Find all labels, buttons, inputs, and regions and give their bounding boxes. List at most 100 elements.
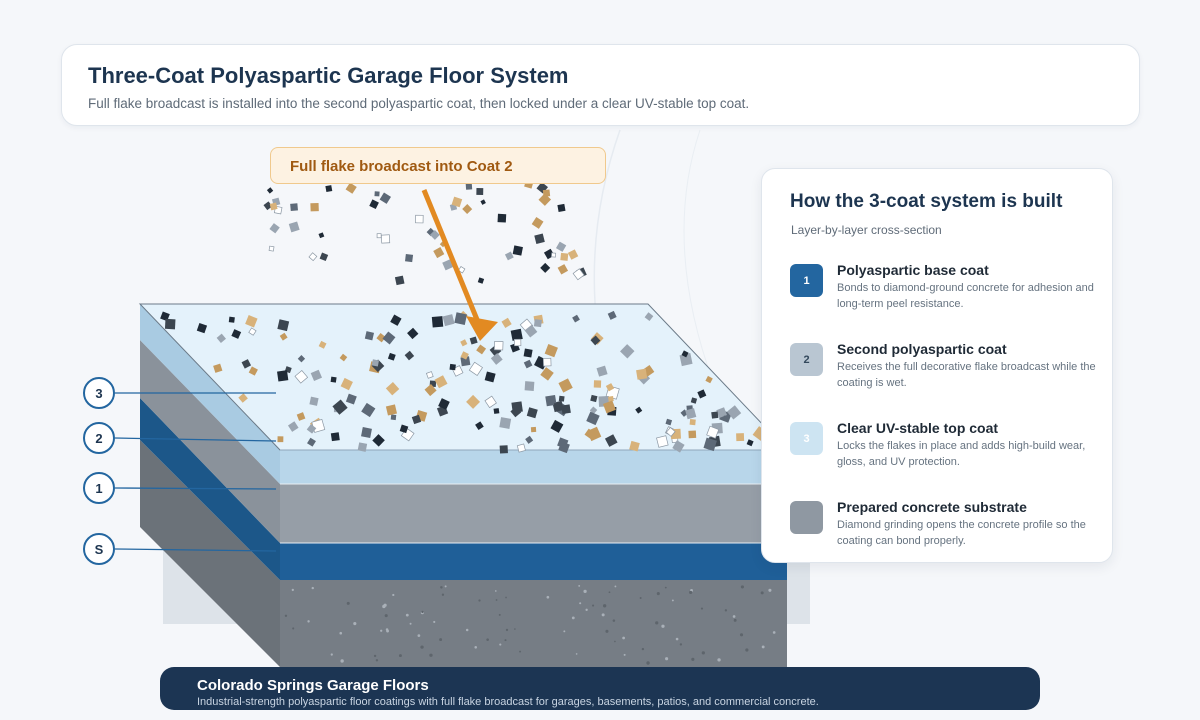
flake-chip bbox=[558, 395, 565, 402]
aggregate-speck bbox=[605, 629, 609, 633]
flake-chip bbox=[438, 398, 450, 410]
aggregate-speck bbox=[375, 659, 379, 662]
flake-chip bbox=[415, 214, 424, 224]
aggregate-speck bbox=[382, 604, 386, 609]
aggregate-speck bbox=[353, 622, 357, 626]
flake-chip bbox=[460, 356, 471, 367]
flake-chip bbox=[248, 327, 257, 336]
flake-chip bbox=[287, 421, 299, 432]
flake-chip bbox=[524, 381, 535, 391]
legend-item-name: Second polyaspartic coat bbox=[837, 341, 1007, 357]
flake-chip bbox=[357, 442, 368, 452]
flake-chip bbox=[431, 316, 444, 328]
page-subtitle: Full flake broadcast is installed into t… bbox=[88, 96, 750, 111]
flake-chip bbox=[288, 221, 300, 233]
flake-chip bbox=[524, 324, 538, 338]
aggregate-speck bbox=[392, 593, 395, 597]
aggregate-speck bbox=[601, 613, 605, 617]
flake-chip bbox=[501, 317, 512, 328]
flake-chip bbox=[525, 435, 534, 444]
aggregate-speck bbox=[761, 645, 765, 649]
aggregate-speck bbox=[646, 661, 650, 665]
flake-chip bbox=[523, 359, 533, 369]
legend-swatch-base-coat: 1 bbox=[790, 264, 823, 297]
flake-chip bbox=[602, 400, 616, 414]
flake-chip bbox=[241, 359, 252, 369]
top-coat-side bbox=[140, 304, 280, 484]
legend-swatch-concrete bbox=[790, 501, 823, 534]
flake-chip bbox=[697, 389, 707, 399]
flake-chip bbox=[540, 367, 554, 381]
flake-chip bbox=[332, 399, 348, 415]
flake-chip bbox=[469, 336, 478, 345]
flake-chip bbox=[665, 427, 676, 437]
aggregate-speck bbox=[701, 651, 705, 655]
flake-chip bbox=[268, 245, 275, 252]
flake-chip bbox=[404, 350, 415, 361]
legend-item-top-coat: 3 Clear UV-stable top coat Locks the fla… bbox=[790, 420, 1110, 480]
flake-chip bbox=[374, 191, 380, 197]
aggregate-speck bbox=[679, 643, 683, 646]
flake-chip bbox=[607, 310, 617, 320]
legend-item-description: Locks the flakes in place and adds high-… bbox=[837, 440, 1086, 468]
layer-marker-2: 2 bbox=[83, 422, 115, 454]
flake-chip bbox=[385, 381, 400, 396]
aggregate-speck bbox=[671, 599, 674, 602]
flake-chip bbox=[530, 426, 537, 433]
aggregate-speck bbox=[498, 613, 501, 616]
aggregate-speck bbox=[656, 592, 660, 596]
flake-chip bbox=[558, 378, 573, 393]
flake-chip bbox=[567, 249, 579, 260]
concrete-substrate-front bbox=[280, 580, 787, 667]
flake-chip bbox=[245, 315, 258, 328]
flake-chip bbox=[605, 383, 615, 392]
flake-chip bbox=[689, 419, 696, 426]
leader-line-2 bbox=[114, 437, 277, 442]
aggregate-speck bbox=[433, 620, 436, 624]
flake-chip bbox=[228, 316, 235, 323]
flake-chip bbox=[460, 351, 469, 360]
flake-chip bbox=[551, 252, 557, 258]
flake-chip bbox=[382, 331, 396, 345]
flake-chip bbox=[746, 439, 754, 447]
aggregate-speck bbox=[440, 586, 443, 589]
footer-subtitle: Industrial-strength polyaspartic floor c… bbox=[197, 696, 819, 708]
flake-broadcast-callout: Full flake broadcast into Coat 2 bbox=[270, 147, 606, 184]
flake-chip bbox=[277, 436, 284, 443]
aggregate-speck bbox=[579, 602, 582, 605]
aggregate-speck bbox=[478, 599, 481, 602]
aggregate-speck bbox=[421, 610, 424, 614]
flake-chip bbox=[513, 338, 522, 347]
flake-chip bbox=[454, 312, 468, 325]
legend-swatch-top-coat: 3 bbox=[790, 422, 823, 455]
aggregate-speck bbox=[494, 590, 497, 592]
flake-chip bbox=[476, 344, 487, 355]
flake-chip bbox=[554, 403, 561, 410]
flake-chip bbox=[372, 434, 385, 447]
aggregate-speck bbox=[330, 653, 333, 656]
flake-chip bbox=[345, 182, 357, 194]
aggregate-speck bbox=[760, 591, 764, 595]
flake-chip bbox=[620, 344, 635, 359]
flake-chip bbox=[297, 355, 306, 363]
aggregate-speck bbox=[740, 585, 744, 589]
flake-chip bbox=[644, 312, 654, 322]
flake-chip bbox=[345, 393, 357, 405]
flake-chip bbox=[511, 401, 523, 413]
flake-chip bbox=[590, 394, 598, 403]
aggregate-speck bbox=[578, 584, 581, 587]
flake-chip bbox=[294, 369, 309, 384]
flake-chip bbox=[361, 427, 372, 438]
legend-item-description: Receives the full decorative flake broad… bbox=[837, 361, 1096, 389]
flake-chip bbox=[672, 440, 685, 453]
flake-chip bbox=[590, 335, 601, 346]
flake-chip bbox=[269, 202, 278, 211]
flake-chip bbox=[196, 322, 208, 334]
flake-chip bbox=[679, 353, 693, 367]
flake-chip bbox=[480, 199, 486, 205]
flake-chip bbox=[277, 370, 289, 382]
flake-chip bbox=[706, 425, 720, 439]
flake-chip bbox=[433, 247, 445, 259]
flake-chip bbox=[318, 232, 325, 239]
flake-chip bbox=[685, 408, 697, 420]
